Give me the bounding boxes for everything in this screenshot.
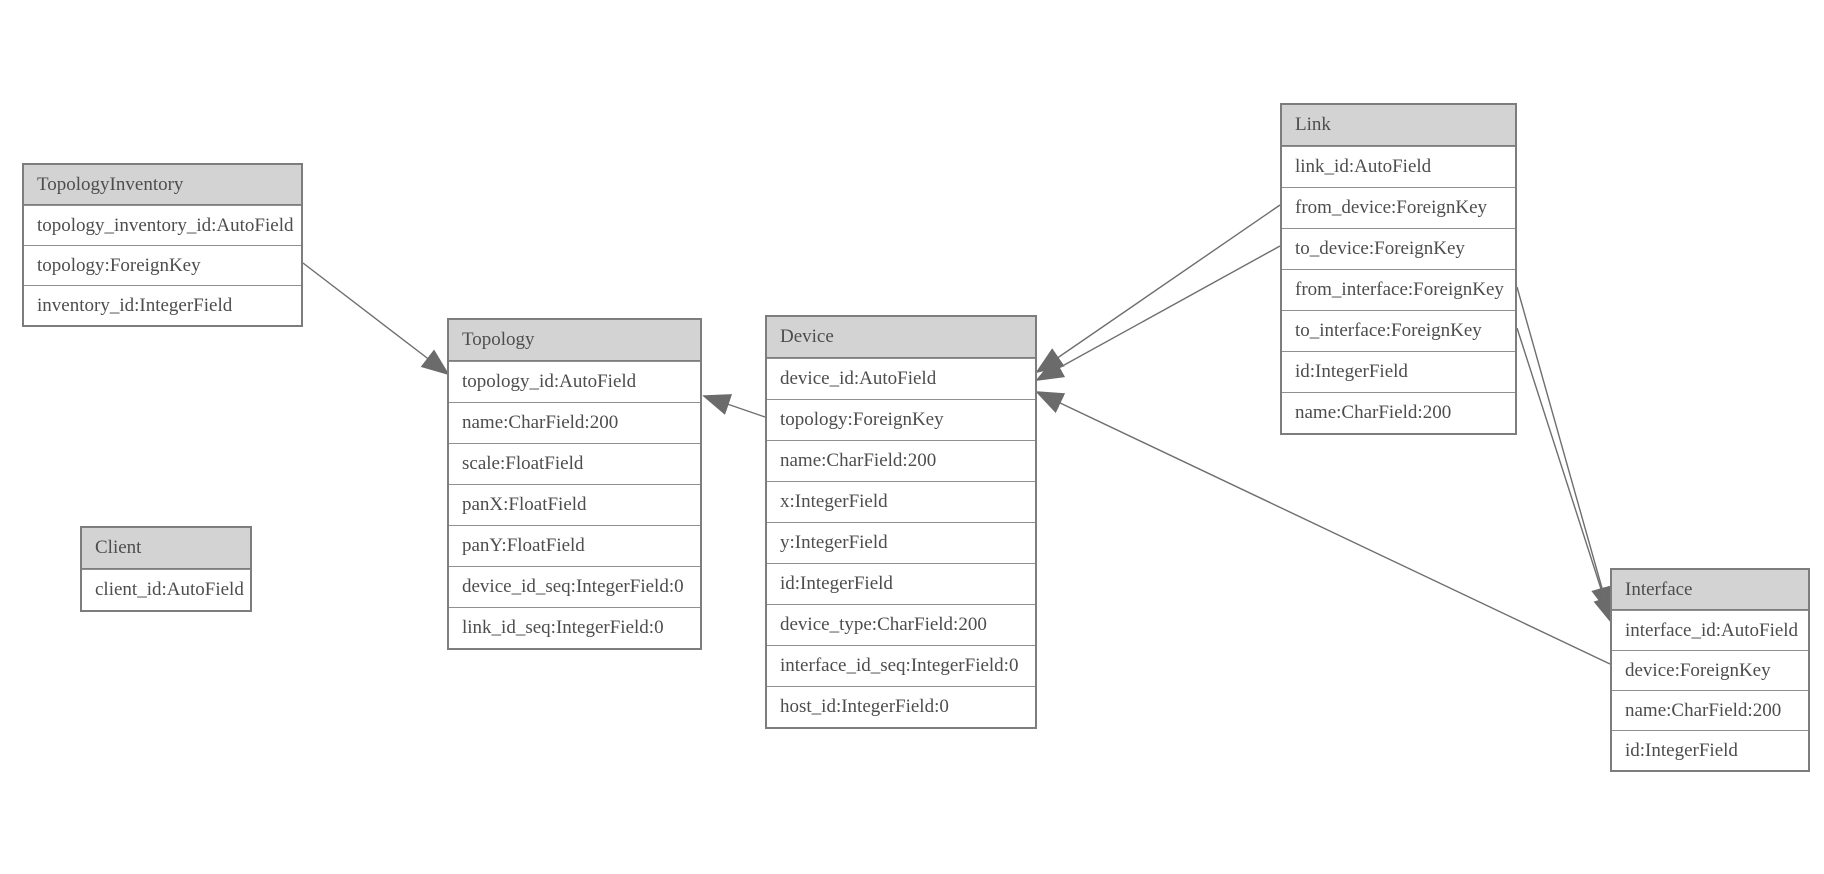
entity-field-label: name:CharField:200 <box>1295 402 1452 423</box>
relationship-link-todevice-to-device <box>1035 245 1281 381</box>
entity-link: Link link_id:AutoField from_device:Foreig… <box>1280 103 1517 435</box>
entity-field-label: client_id:AutoField <box>95 579 244 600</box>
entity-field-row: link_id:AutoField <box>1282 146 1515 187</box>
relationship-link-tointerface-to-interface <box>1516 327 1615 625</box>
entity-device: Device device_id:AutoField topology:Forei… <box>765 315 1037 729</box>
entity-field-row: interface_id:AutoField <box>1612 610 1808 650</box>
entity-field-row: device_id:AutoField <box>767 358 1035 399</box>
entity-field-row: y:IntegerField <box>767 522 1035 563</box>
entity-title: Device <box>767 317 1035 358</box>
entity-field-label: id:IntegerField <box>1625 739 1738 761</box>
entity-field-label: topology:ForeignKey <box>780 409 944 430</box>
entity-field-label: device_type:CharField:200 <box>780 614 987 635</box>
entity-field-label: device_id_seq:IntegerField:0 <box>462 576 684 597</box>
entity-field-label: host_id:IntegerField:0 <box>780 696 949 717</box>
entity-field-label: id:IntegerField <box>780 573 893 594</box>
entity-field-row: name:CharField:200 <box>1282 392 1515 433</box>
entity-field-label: to_interface:ForeignKey <box>1295 320 1482 341</box>
entity-field-row: id:IntegerField <box>767 563 1035 604</box>
entity-field-label: link_id:AutoField <box>1295 156 1432 177</box>
entity-field-label: name:CharField:200 <box>1625 699 1782 721</box>
entity-field-row: device:ForeignKey <box>1612 650 1808 690</box>
entity-field-label: panX:FloatField <box>462 494 587 515</box>
entity-field-label: y:IntegerField <box>780 532 888 553</box>
relationship-device-to-topology <box>702 394 766 418</box>
entity-interface: Interface interface_id:AutoField device:F… <box>1610 568 1810 772</box>
entity-title: Client <box>82 528 250 569</box>
entity-field-label: panY:FloatField <box>462 535 585 556</box>
entity-field-row: from_interface:ForeignKey <box>1282 269 1515 310</box>
entity-field-label: from_interface:ForeignKey <box>1295 279 1504 300</box>
entity-field-label: inventory_id:IntegerField <box>37 294 233 316</box>
entity-field-row: to_device:ForeignKey <box>1282 228 1515 269</box>
entity-field-row: panY:FloatField <box>449 525 700 566</box>
relationship-topologyinventory-to-topology <box>302 262 450 376</box>
entity-field-row: device_id_seq:IntegerField:0 <box>449 566 700 607</box>
entity-field-label: topology_inventory_id:AutoField <box>37 214 294 236</box>
entity-field-row: link_id_seq:IntegerField:0 <box>449 607 700 648</box>
entity-field-label: x:IntegerField <box>780 491 888 512</box>
entity-field-row: from_device:ForeignKey <box>1282 187 1515 228</box>
entity-field-label: to_device:ForeignKey <box>1295 238 1465 259</box>
entity-field-label: name:CharField:200 <box>780 450 937 471</box>
entity-field-label: interface_id:AutoField <box>1625 619 1799 641</box>
entity-field-row: interface_id_seq:IntegerField:0 <box>767 645 1035 686</box>
entity-field-label: topology_id:AutoField <box>462 371 637 392</box>
entity-field-label: interface_id_seq:IntegerField:0 <box>780 655 1019 676</box>
entity-field-row: panX:FloatField <box>449 484 700 525</box>
entity-topology: Topology topology_id:AutoField name:CharF… <box>447 318 702 650</box>
entity-field-row: client_id:AutoField <box>82 569 250 610</box>
entity-field-row: id:IntegerField <box>1612 730 1808 770</box>
entity-title: Interface <box>1612 570 1808 610</box>
entity-field-row: scale:FloatField <box>449 443 700 484</box>
entity-field-label: name:CharField:200 <box>462 412 619 433</box>
entity-field-label: id:IntegerField <box>1295 361 1408 382</box>
entity-field-row: topology_inventory_id:AutoField <box>24 205 301 245</box>
entity-title: Topology <box>449 320 700 361</box>
entity-title: Link <box>1282 105 1515 146</box>
entity-field-row: name:CharField:200 <box>1612 690 1808 730</box>
entity-field-row: device_type:CharField:200 <box>767 604 1035 645</box>
entity-field-row: name:CharField:200 <box>767 440 1035 481</box>
entity-field-label: from_device:ForeignKey <box>1295 197 1488 218</box>
entity-field-row: inventory_id:IntegerField <box>24 285 301 325</box>
entity-field-row: topology:ForeignKey <box>767 399 1035 440</box>
entity-field-label: device_id:AutoField <box>780 368 937 389</box>
entity-field-label: topology:ForeignKey <box>37 254 201 276</box>
entity-field-label: scale:FloatField <box>462 453 584 474</box>
entity-topology-inventory: TopologyInventory topology_inventory_id:… <box>22 163 303 327</box>
entity-field-row: to_interface:ForeignKey <box>1282 310 1515 351</box>
entity-field-row: x:IntegerField <box>767 481 1035 522</box>
entity-field-label: device:ForeignKey <box>1625 659 1771 681</box>
entity-title: TopologyInventory <box>24 165 301 205</box>
entity-field-row: name:CharField:200 <box>449 402 700 443</box>
relationship-interface-to-device <box>1035 391 1611 665</box>
entity-client: Client client_id:AutoField <box>80 526 252 612</box>
relationship-link-frominterface-to-interface <box>1516 286 1613 615</box>
entity-field-row: id:IntegerField <box>1282 351 1515 392</box>
entity-field-row: topology:ForeignKey <box>24 245 301 285</box>
relationship-link-fromdevice-to-device <box>1035 204 1281 374</box>
entity-field-label: link_id_seq:IntegerField:0 <box>462 617 664 638</box>
entity-field-row: topology_id:AutoField <box>449 361 700 402</box>
entity-field-row: host_id:IntegerField:0 <box>767 686 1035 727</box>
